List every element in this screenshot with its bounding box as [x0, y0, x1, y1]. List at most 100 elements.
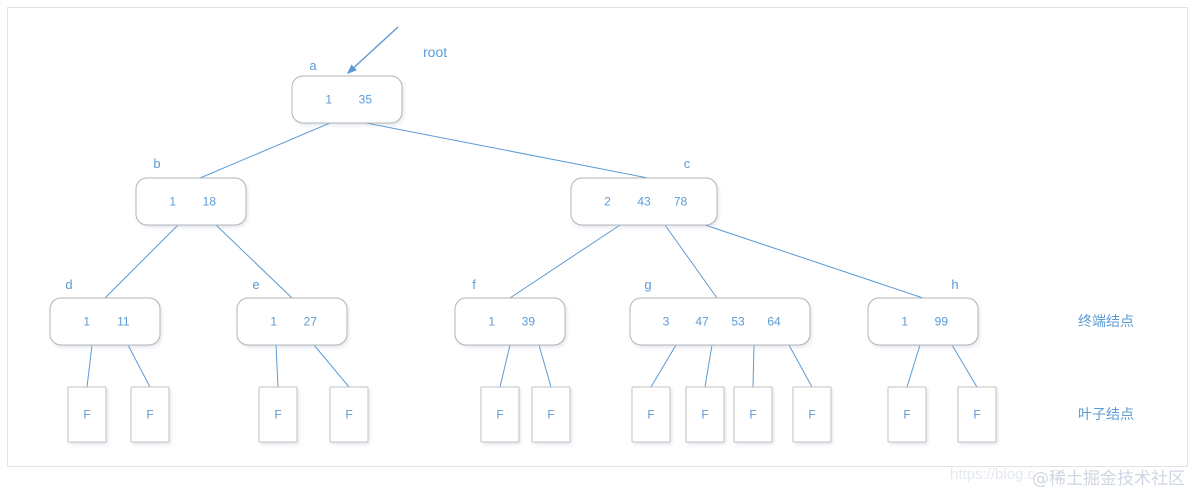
node-h-key-1: 99	[935, 315, 949, 329]
node-label-h: h	[951, 277, 958, 292]
tree-node-a[interactable]: 1 35 a	[291, 58, 403, 124]
edge-c-to-f	[509, 224, 621, 299]
tree-node-h[interactable]: 1 99 h	[867, 277, 979, 346]
edge-c-to-g	[664, 224, 718, 299]
edge-b-to-e	[215, 224, 293, 299]
side-annotation-0: 终端结点	[1078, 314, 1134, 330]
edge-b-to-d	[104, 224, 179, 299]
leaf-value-leaf-d-2: F	[146, 408, 153, 422]
edge-e-to-leaf-e-1	[275, 344, 279, 388]
leaf-box-leaf-f-2[interactable]	[531, 386, 571, 443]
leaf-node-leaf-e-2[interactable]: F	[329, 386, 369, 443]
leaf-box-leaf-e-2[interactable]	[329, 386, 369, 443]
leaf-node-leaf-g-3[interactable]: F	[733, 386, 773, 443]
edge-h-to-leaf-h-1	[906, 344, 921, 388]
node-box-d[interactable]	[49, 297, 161, 346]
leaf-node-leaf-f-1[interactable]: F	[480, 386, 520, 443]
node-g-key-0: 3	[663, 315, 670, 329]
edge-d-to-leaf-d-1	[86, 344, 93, 388]
node-d-key-0: 1	[83, 315, 90, 329]
leaf-value-leaf-g-3: F	[749, 408, 756, 422]
leaf-box-leaf-g-2[interactable]	[685, 386, 725, 443]
node-c-key-2: 78	[674, 195, 688, 209]
node-h-key-0: 1	[901, 315, 908, 329]
edge-g-to-leaf-g-4	[788, 344, 813, 388]
watermark-brand: @稀土掘金技术社区	[1032, 469, 1185, 489]
node-g-key-1: 47	[695, 315, 709, 329]
leaf-node-leaf-f-2[interactable]: F	[531, 386, 571, 443]
node-c-key-0: 2	[604, 195, 611, 209]
side-annotation-1: 叶子结点	[1078, 407, 1134, 423]
edges-group	[86, 122, 978, 388]
leaf-node-leaf-g-2[interactable]: F	[685, 386, 725, 443]
root-pointer-group: root	[346, 26, 447, 74]
leaf-value-leaf-h-1: F	[903, 408, 910, 422]
leaf-box-leaf-h-1[interactable]	[887, 386, 927, 443]
edge-d-to-leaf-d-2	[127, 344, 151, 388]
node-c-key-1: 43	[637, 195, 651, 209]
node-box-e[interactable]	[236, 297, 348, 346]
leaf-value-leaf-f-2: F	[547, 408, 554, 422]
leaf-box-leaf-g-4[interactable]	[792, 386, 832, 443]
leaf-box-leaf-d-2[interactable]	[130, 386, 170, 443]
leaf-node-leaf-d-1[interactable]: F	[67, 386, 107, 443]
leaf-box-leaf-f-1[interactable]	[480, 386, 520, 443]
leaf-box-leaf-d-1[interactable]	[67, 386, 107, 443]
leaf-value-leaf-f-1: F	[496, 408, 503, 422]
node-box-f[interactable]	[454, 297, 566, 346]
node-label-f: f	[472, 277, 476, 292]
node-a-key-1: 35	[359, 93, 373, 107]
node-box-b[interactable]	[135, 177, 247, 226]
leaf-value-leaf-e-1: F	[274, 408, 281, 422]
node-b-key-1: 18	[203, 195, 217, 209]
node-a-key-0: 1	[325, 93, 332, 107]
node-box-c[interactable]	[570, 177, 718, 226]
leaf-value-leaf-d-1: F	[83, 408, 90, 422]
edge-a-to-c	[365, 122, 649, 179]
leaf-node-leaf-h-2[interactable]: F	[957, 386, 997, 443]
watermark-url: https://blog.c	[950, 466, 1036, 483]
node-box-g[interactable]	[629, 297, 811, 346]
edge-h-to-leaf-h-2	[951, 344, 978, 388]
node-box-h[interactable]	[867, 297, 979, 346]
leaf-box-leaf-h-2[interactable]	[957, 386, 997, 443]
node-b-key-0: 1	[169, 195, 176, 209]
leaf-box-leaf-g-1[interactable]	[631, 386, 671, 443]
tree-node-c[interactable]: 2 43 78 c	[570, 156, 718, 226]
node-f-key-1: 39	[522, 315, 536, 329]
node-d-key-1: 11	[117, 315, 130, 329]
leaf-box-leaf-g-3[interactable]	[733, 386, 773, 443]
edge-g-to-leaf-g-2	[704, 344, 713, 388]
edge-g-to-leaf-g-3	[752, 344, 755, 388]
root-pointer-label: root	[423, 44, 447, 60]
leaf-value-leaf-g-1: F	[647, 408, 654, 422]
leaf-node-leaf-e-1[interactable]: F	[258, 386, 298, 443]
leaf-node-leaf-g-1[interactable]: F	[631, 386, 671, 443]
root-pointer-arrow	[346, 26, 399, 74]
node-box-a[interactable]	[291, 75, 403, 124]
leaf-value-leaf-g-4: F	[808, 408, 815, 422]
leaf-box-leaf-e-1[interactable]	[258, 386, 298, 443]
node-g-key-2: 53	[731, 315, 745, 329]
edge-f-to-leaf-f-2	[538, 344, 552, 388]
edge-e-to-leaf-e-2	[313, 344, 350, 388]
leaf-value-leaf-e-2: F	[345, 408, 352, 422]
node-label-a: a	[309, 58, 317, 73]
node-label-e: e	[252, 277, 259, 292]
leaf-node-leaf-h-1[interactable]: F	[887, 386, 927, 443]
edge-a-to-b	[199, 122, 331, 179]
leaf-node-leaf-g-4[interactable]: F	[792, 386, 832, 443]
edge-c-to-h	[704, 224, 924, 299]
leaf-value-leaf-h-2: F	[973, 408, 980, 422]
node-label-c: c	[684, 156, 691, 171]
leaf-node-leaf-d-2[interactable]: F	[130, 386, 170, 443]
